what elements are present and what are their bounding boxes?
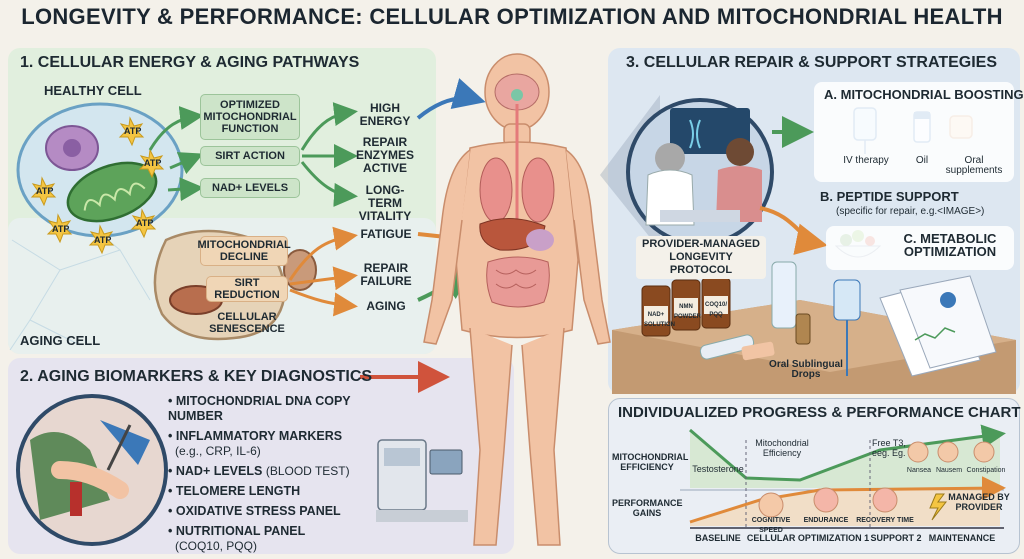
callout-testosterone: Testosterone <box>692 464 744 474</box>
provider-caption: PROVIDER-MANAGED LONGEVITY PROTOCOL <box>636 236 766 279</box>
gain-cognitive-speed: COGNITIVE SPEED <box>751 517 791 534</box>
row-label-efficiency: MITOCHONDRIAL EFFICIENCY <box>612 452 689 472</box>
row-label-performance: PERFORMANCE GAINS <box>612 498 683 518</box>
phase-label: SUPPORT 2 <box>870 533 922 543</box>
strategy-c-heading: C. METABOLIC OPTIMIZATION <box>903 231 997 259</box>
oil-label: Oil <box>915 155 929 166</box>
factor-nad-levels: NAD+ LEVELS <box>200 178 300 198</box>
biomarker-item: • OXIDATIVE STRESS PANEL <box>168 504 341 518</box>
atp-label: ATP <box>94 235 112 245</box>
biomarker-item: • NAD+ LEVELS (BLOOD TEST) <box>168 464 350 478</box>
chart-title: INDIVIDUALIZED PROGRESS & PERFORMANCE CH… <box>618 404 1021 421</box>
healthy-cell-illustration <box>16 102 184 238</box>
progress-chart <box>680 424 1006 529</box>
section1-heading: 1. CELLULAR ENERGY & AGING PATHWAYS <box>20 54 360 71</box>
outcome-high-energy: HIGH ENERGY <box>359 101 411 128</box>
phase-label: CELLULAR OPTIMIZATION 1 <box>746 533 870 543</box>
callout-mito-efficiency: Mitochondrial Efficiency <box>755 438 809 458</box>
organs-illustration <box>479 73 555 308</box>
side-effect-label: Constipation <box>966 467 1006 474</box>
sublingual-drops-label: Oral Sublingual Drops <box>769 359 843 380</box>
iv-therapy-label: IV therapy <box>843 155 889 166</box>
strategy-c-card <box>826 226 1014 270</box>
outcome-aging: AGING <box>366 299 406 313</box>
factor-sirt-action: SIRT ACTION <box>200 146 300 166</box>
gain-endurance: ENDURANCE <box>803 517 849 524</box>
section2-heading: 2. AGING BIOMARKERS & KEY DIAGNOSTICS <box>20 368 373 385</box>
atp-label: ATP <box>144 158 162 168</box>
supplement-bottles <box>641 261 861 376</box>
biomarker-list: • MITOCHONDRIAL DNA COPY NUMBER • INFLAM… <box>168 394 378 554</box>
strategy-a-card <box>814 82 1014 182</box>
biomarker-item: • INFLAMMATORY MARKERS (e.g., CRP, IL-6) <box>168 429 343 458</box>
section3-heading: 3. CELLULAR REPAIR & SUPPORT STRATEGIES <box>626 54 997 71</box>
outcome-fatigue: FATIGUE <box>360 227 412 241</box>
side-effect-label: Nausem <box>935 467 963 474</box>
factor-cellular-senescence: CELLULAR SENESCENCE <box>209 311 285 335</box>
report-papers <box>879 275 997 377</box>
callout-free-t3: Free T3, eeg. Eg. <box>872 438 906 458</box>
atp-label: ATP <box>124 126 142 136</box>
bottle-nad-label: NAD+ SOLUTION <box>644 312 675 328</box>
biomarker-item: • TELOMERE LENGTH <box>168 484 301 498</box>
outcome-repair-failure: REPAIR FAILURE <box>360 261 412 288</box>
atp-label: ATP <box>36 186 54 196</box>
lightning-icon <box>929 493 948 521</box>
page-title: LONGEVITY & PERFORMANCE: CELLULAR OPTIMI… <box>21 4 1003 29</box>
factor-mitochondrial-decline: MITOCHONDRIAL DECLINE <box>197 236 291 266</box>
gain-recovery-time: RECOVERY TIME <box>856 517 914 524</box>
strategy-b-sub: (specific for repair, e.g.<IMAGE>) <box>836 206 985 217</box>
atp-label: ATP <box>136 218 154 228</box>
bottle-nmn-label: NMN POWDER <box>674 304 701 320</box>
factor-mitochondrial-function: OPTIMIZED MITOCHONDRIAL FUNCTION <box>200 94 300 140</box>
outcome-repair-enzymes: REPAIR ENZYMES ACTIVE <box>355 135 414 175</box>
biomarker-item: • MITOCHONDRIAL DNA COPY NUMBER <box>168 394 351 423</box>
aging-cell-label: AGING CELL <box>20 333 101 348</box>
healthy-cell-label: HEALTHY CELL <box>44 83 142 98</box>
bottle-coq10-label: COQ10/ PQQ <box>704 302 727 318</box>
managed-by-provider: MANAGED BY PROVIDER <box>948 492 1010 512</box>
supplements-label: Oral supplements <box>945 155 1003 176</box>
atp-label: ATP <box>52 224 70 234</box>
lab-analyzer-icon <box>376 439 468 522</box>
strategy-a-heading: A. MITOCHONDRIAL BOOSTING <box>824 87 1024 102</box>
phase-label: BASELINE <box>695 533 741 543</box>
factor-sirt-reduction: SIRT REDUCTION <box>206 276 288 302</box>
network-lines <box>9 224 151 351</box>
phase-label: MAINTENANCE <box>928 533 996 543</box>
side-effect-label: Nansea <box>906 467 932 474</box>
provider-consultation-illustration <box>626 98 774 246</box>
outcome-vitality: LONG-TERM VITALITY <box>358 183 412 223</box>
biomarker-item: • NUTRITIONAL PANEL (COQ10, PQQ) <box>168 524 306 553</box>
strategy-b-heading: B. PEPTIDE SUPPORT <box>820 189 959 204</box>
